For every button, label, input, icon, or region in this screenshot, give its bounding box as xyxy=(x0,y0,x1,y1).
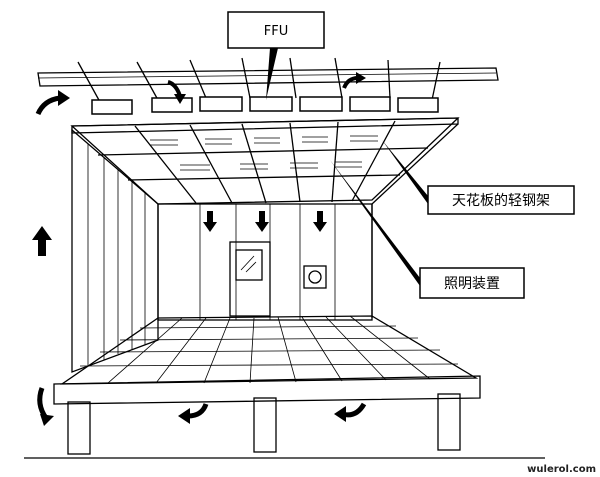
pedestal-left xyxy=(67,401,91,455)
ffu-units xyxy=(91,96,439,115)
curved-arrow-icon xyxy=(37,387,54,426)
pedestal-middle xyxy=(253,397,277,453)
curved-arrow-icon xyxy=(35,90,70,116)
floor-grid xyxy=(59,315,479,385)
ceiling-grid xyxy=(70,117,460,205)
watermark: wulerol.com xyxy=(527,464,596,475)
ceiling-frame-callout: 天花板的轻钢架 xyxy=(382,140,575,215)
curved-arrow-icon xyxy=(167,80,186,104)
curved-arrow-icon xyxy=(178,403,209,424)
pedestal-right xyxy=(437,393,461,451)
ffu-callout: FFU xyxy=(227,11,325,100)
hanger-rods xyxy=(77,57,441,103)
arrow-down-icon xyxy=(255,211,269,232)
door-icon xyxy=(229,241,271,317)
curved-arrow-icon xyxy=(342,72,366,89)
curved-arrow-icon xyxy=(334,402,367,422)
lighting-fixture-icon xyxy=(303,265,327,289)
back-wall xyxy=(157,203,373,321)
downflow-arrows xyxy=(203,211,327,232)
ffu-label: FFU xyxy=(264,24,288,39)
arrow-down-icon xyxy=(203,211,217,232)
left-wall xyxy=(71,128,159,373)
return-air-arrows xyxy=(35,72,367,426)
ceiling-frame-label: 天花板的轻钢架 xyxy=(452,193,550,209)
arrow-up-icon xyxy=(32,226,52,256)
lighting-callout: 照明装置 xyxy=(330,160,525,299)
floor-slab xyxy=(24,375,545,459)
top-beam xyxy=(37,67,499,87)
arrow-down-icon xyxy=(313,211,327,232)
lighting-label: 照明装置 xyxy=(444,276,500,292)
